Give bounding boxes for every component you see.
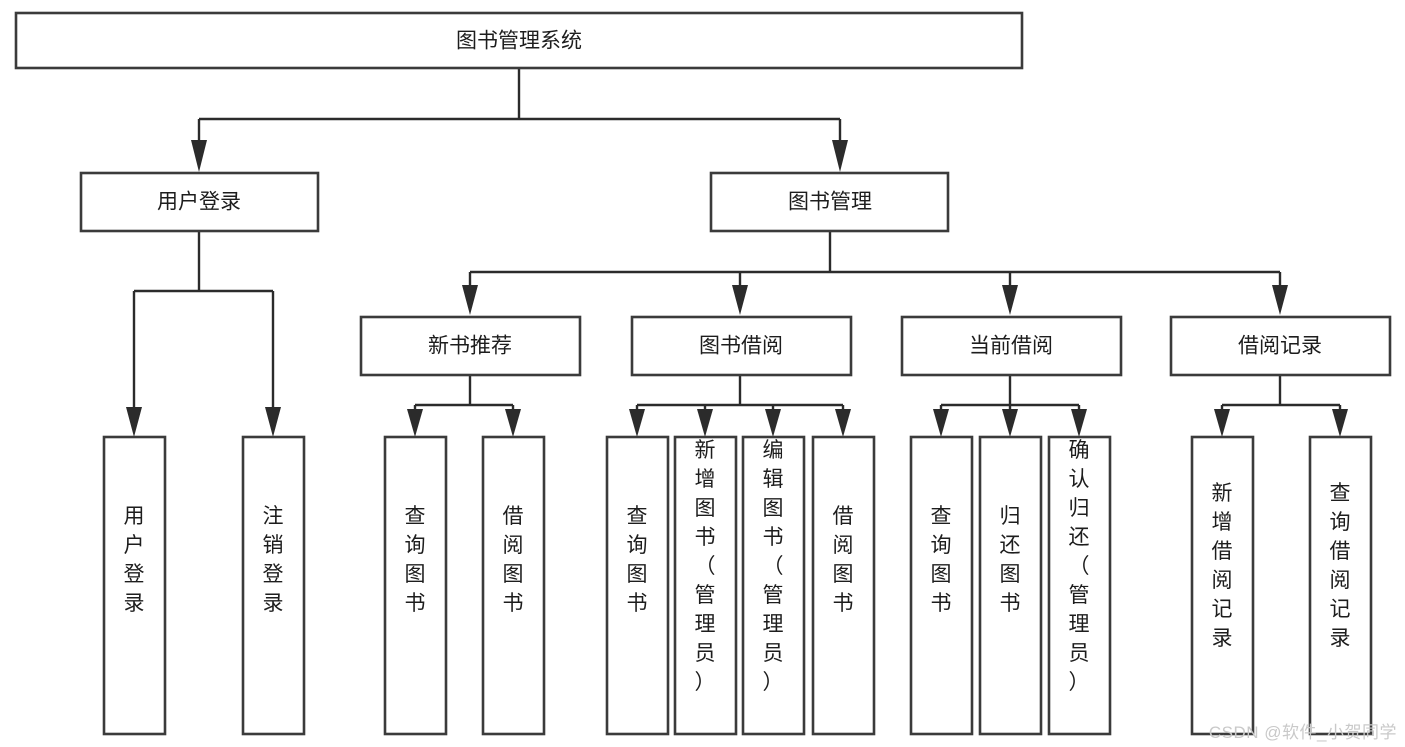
arrow-head-icon xyxy=(1071,409,1087,437)
leaf-add-book-admin-label: 新增图书（管理员） xyxy=(695,439,716,694)
arrow-head-icon xyxy=(407,409,423,437)
node-new-book-recommend[interactable]: 新书推荐 xyxy=(359,315,582,377)
leaf-edit-book-admin-label: 编辑图书（管理员） xyxy=(763,439,784,694)
leaf-query-borrow-record-label: 查询借阅记录 xyxy=(1330,482,1351,650)
leaf-return-books-label: 归还图书 xyxy=(1000,505,1021,615)
leaf-query-books-current[interactable]: 查询图书 xyxy=(909,435,974,736)
node-new-book-recommend-label: 新书推荐 xyxy=(428,335,512,358)
arrow-head-icon xyxy=(697,409,713,437)
arrow-head-icon xyxy=(832,140,848,172)
leaf-user-login[interactable]: 用户登录 xyxy=(102,435,167,736)
node-root-book-management-system[interactable]: 图书管理系统 xyxy=(14,11,1024,70)
leaf-borrow-books-borrow[interactable]: 借阅图书 xyxy=(811,435,876,736)
leaf-logout-label: 注销登录 xyxy=(263,505,284,615)
arrow-head-icon xyxy=(1002,409,1018,437)
node-book-borrow-label: 图书借阅 xyxy=(699,335,783,358)
arrow-head-icon xyxy=(462,285,478,315)
leaf-query-books-borrow-label: 查询图书 xyxy=(627,505,648,615)
connector-bookmgmt-to-level3 xyxy=(462,231,1288,315)
leaf-user-login-label: 用户登录 xyxy=(124,505,145,615)
arrow-head-icon xyxy=(126,407,142,437)
leaf-add-borrow-record[interactable]: 新增借阅记录 xyxy=(1190,435,1255,736)
node-current-borrow-label: 当前借阅 xyxy=(969,335,1053,358)
arrow-head-icon xyxy=(1214,409,1230,437)
node-user-login-label: 用户登录 xyxy=(157,191,241,214)
leaf-borrow-books-borrow-label: 借阅图书 xyxy=(833,505,854,615)
node-borrow-record-label: 借阅记录 xyxy=(1238,335,1322,358)
leaf-add-borrow-record-label: 新增借阅记录 xyxy=(1212,482,1233,650)
leaf-edit-book-admin[interactable]: 编辑图书（管理员） xyxy=(741,435,806,736)
leaf-query-borrow-record[interactable]: 查询借阅记录 xyxy=(1308,435,1373,736)
arrow-head-icon xyxy=(1272,285,1288,315)
node-current-borrow[interactable]: 当前借阅 xyxy=(900,315,1123,377)
connector-root-to-level2 xyxy=(191,68,848,172)
node-user-login[interactable]: 用户登录 xyxy=(79,171,320,233)
leaf-confirm-return-admin[interactable]: 确认归还（管理员） xyxy=(1047,435,1112,736)
node-book-borrow[interactable]: 图书借阅 xyxy=(630,315,853,377)
arrow-head-icon xyxy=(1332,409,1348,437)
leaf-logout[interactable]: 注销登录 xyxy=(241,435,306,736)
arrow-head-icon xyxy=(1002,285,1018,315)
leaf-borrow-books-recommend[interactable]: 借阅图书 xyxy=(481,435,546,736)
leaf-query-books-recommend[interactable]: 查询图书 xyxy=(383,435,448,736)
node-book-management[interactable]: 图书管理 xyxy=(709,171,950,233)
connector-userlogin-to-leaves xyxy=(126,231,281,437)
connector-borrowrecord-to-leaves xyxy=(1214,375,1348,437)
leaf-query-books-recommend-label: 查询图书 xyxy=(405,505,426,615)
node-root-label: 图书管理系统 xyxy=(456,30,582,53)
arrow-head-icon xyxy=(629,409,645,437)
connector-bookborrow-to-leaves xyxy=(629,375,851,437)
arrow-head-icon xyxy=(265,407,281,437)
connector-currentborrow-to-leaves xyxy=(933,375,1087,437)
node-book-management-label: 图书管理 xyxy=(788,191,872,214)
leaf-add-book-admin[interactable]: 新增图书（管理员） xyxy=(673,435,738,736)
leaf-return-books[interactable]: 归还图书 xyxy=(978,435,1043,736)
node-borrow-record[interactable]: 借阅记录 xyxy=(1169,315,1392,377)
connector-newbook-to-leaves xyxy=(407,375,521,437)
leaf-query-books-current-label: 查询图书 xyxy=(931,505,952,615)
arrow-head-icon xyxy=(835,409,851,437)
arrow-head-icon xyxy=(933,409,949,437)
arrow-head-icon xyxy=(505,409,521,437)
leaf-query-books-borrow[interactable]: 查询图书 xyxy=(605,435,670,736)
arrow-head-icon xyxy=(732,285,748,315)
arrow-head-icon xyxy=(191,140,207,172)
leaf-borrow-books-recommend-label: 借阅图书 xyxy=(503,505,524,615)
arrow-head-icon xyxy=(765,409,781,437)
leaf-confirm-return-admin-label: 确认归还（管理员） xyxy=(1069,439,1090,694)
